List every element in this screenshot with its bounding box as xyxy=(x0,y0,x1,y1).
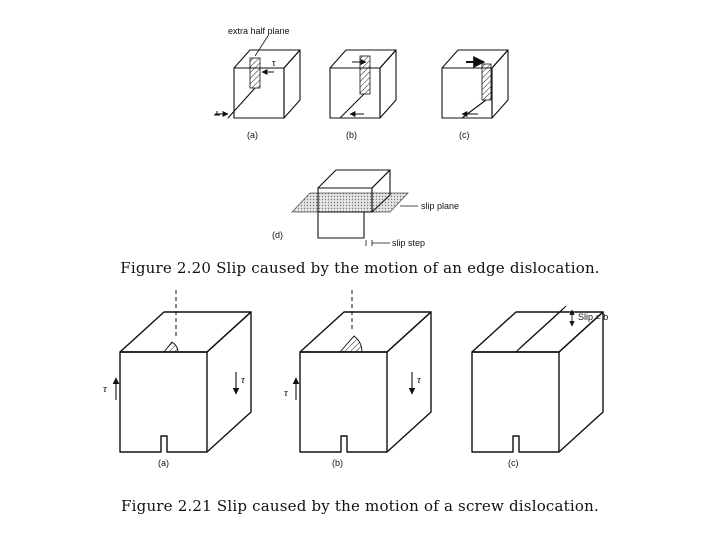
figure-2-21: τ τ (a) τ τ (b) Slip = b (c) xyxy=(103,290,608,468)
panel-label-21a: (a) xyxy=(158,458,169,468)
slip-plane xyxy=(291,192,409,213)
stress-tau-21b-right: τ xyxy=(417,374,422,386)
panel-label-b: (b) xyxy=(346,130,357,140)
extra-half-plane-c xyxy=(481,63,492,101)
panel-label-21b: (b) xyxy=(332,458,343,468)
stress-tau-21a-left: τ xyxy=(103,383,108,395)
screw-block-b xyxy=(292,290,432,453)
screw-block-a xyxy=(112,290,252,453)
screw-block-c xyxy=(471,305,604,453)
dislocation-symbol xyxy=(214,111,220,116)
extra-half-plane-b xyxy=(359,55,371,95)
edge-block-b xyxy=(329,49,397,119)
panel-label-21c: (c) xyxy=(508,458,519,468)
stress-tau-a: τ xyxy=(272,58,276,68)
figure-2-20-caption: Figure 2.20 Slip caused by the motion of… xyxy=(120,259,600,277)
slip-b-label: Slip = b xyxy=(578,312,608,322)
edge-block-c xyxy=(441,49,509,119)
figure-2-21-caption: Figure 2.21 Slip caused by the motion of… xyxy=(121,497,599,515)
panel-label-a: (a) xyxy=(247,130,258,140)
stress-tau-21a-right: τ xyxy=(241,374,246,386)
panel-label-c: (c) xyxy=(459,130,470,140)
slip-step-face xyxy=(515,305,567,353)
figure-2-20: τ extra half plane (a) (b) (c) xyxy=(214,26,509,248)
panel-label-d: (d) xyxy=(272,230,283,240)
slip-plane-block-d xyxy=(291,169,418,246)
stress-tau-21b-left: τ xyxy=(284,387,289,399)
slip-step-label: slip step xyxy=(392,238,425,248)
edge-block-a: τ xyxy=(214,35,301,119)
extra-half-plane-label: extra half plane xyxy=(228,26,290,36)
extra-half-plane-a xyxy=(249,57,261,89)
slip-plane-label: slip plane xyxy=(421,201,459,211)
